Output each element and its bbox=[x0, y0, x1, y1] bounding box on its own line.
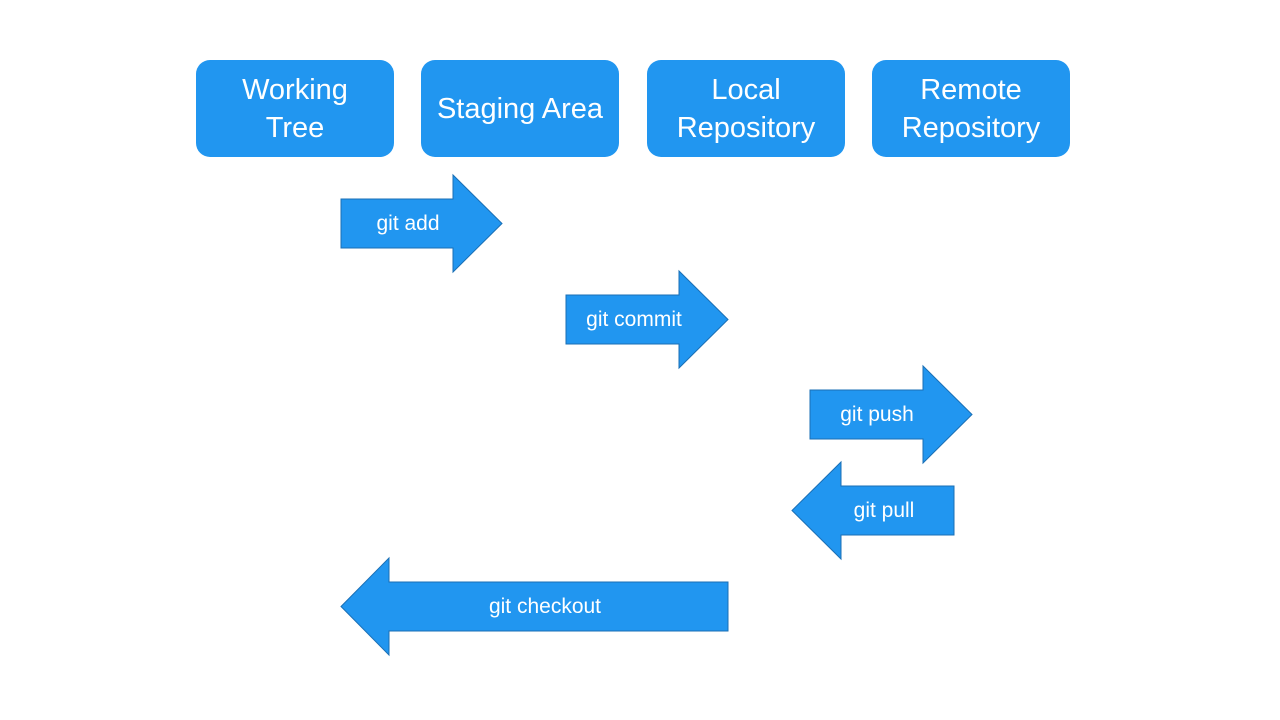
remote-repository-label: Remote Repository bbox=[901, 73, 1041, 144]
right-arrow-icon bbox=[340, 173, 503, 274]
git-pull-label: git pull bbox=[853, 498, 915, 522]
staging-area-box: Staging Area bbox=[421, 60, 619, 157]
local-repository-box: Local Repository bbox=[647, 60, 845, 157]
right-arrow-icon bbox=[809, 364, 973, 465]
left-arrow-icon bbox=[340, 556, 729, 657]
right-arrow-icon bbox=[565, 269, 729, 370]
staging-area-label: Staging Area bbox=[436, 92, 604, 125]
git-add-arrow: git add bbox=[340, 173, 503, 274]
git-commit-arrow: git commit bbox=[565, 269, 729, 370]
git-push-arrow: git push bbox=[809, 364, 973, 465]
git-push-label: git push bbox=[840, 402, 914, 426]
git-commit-label: git commit bbox=[586, 307, 682, 331]
left-arrow-icon bbox=[791, 460, 955, 561]
git-add-label: git add bbox=[376, 211, 440, 235]
working-tree-label: Working Tree bbox=[242, 73, 348, 144]
git-pull-arrow: git pull bbox=[791, 460, 955, 561]
git-checkout-label: git checkout bbox=[488, 594, 602, 618]
local-repository-label: Local Repository bbox=[676, 73, 816, 144]
remote-repository-box: Remote Repository bbox=[872, 60, 1070, 157]
working-tree-box: Working Tree bbox=[196, 60, 394, 157]
git-checkout-arrow: git checkout bbox=[340, 556, 729, 657]
